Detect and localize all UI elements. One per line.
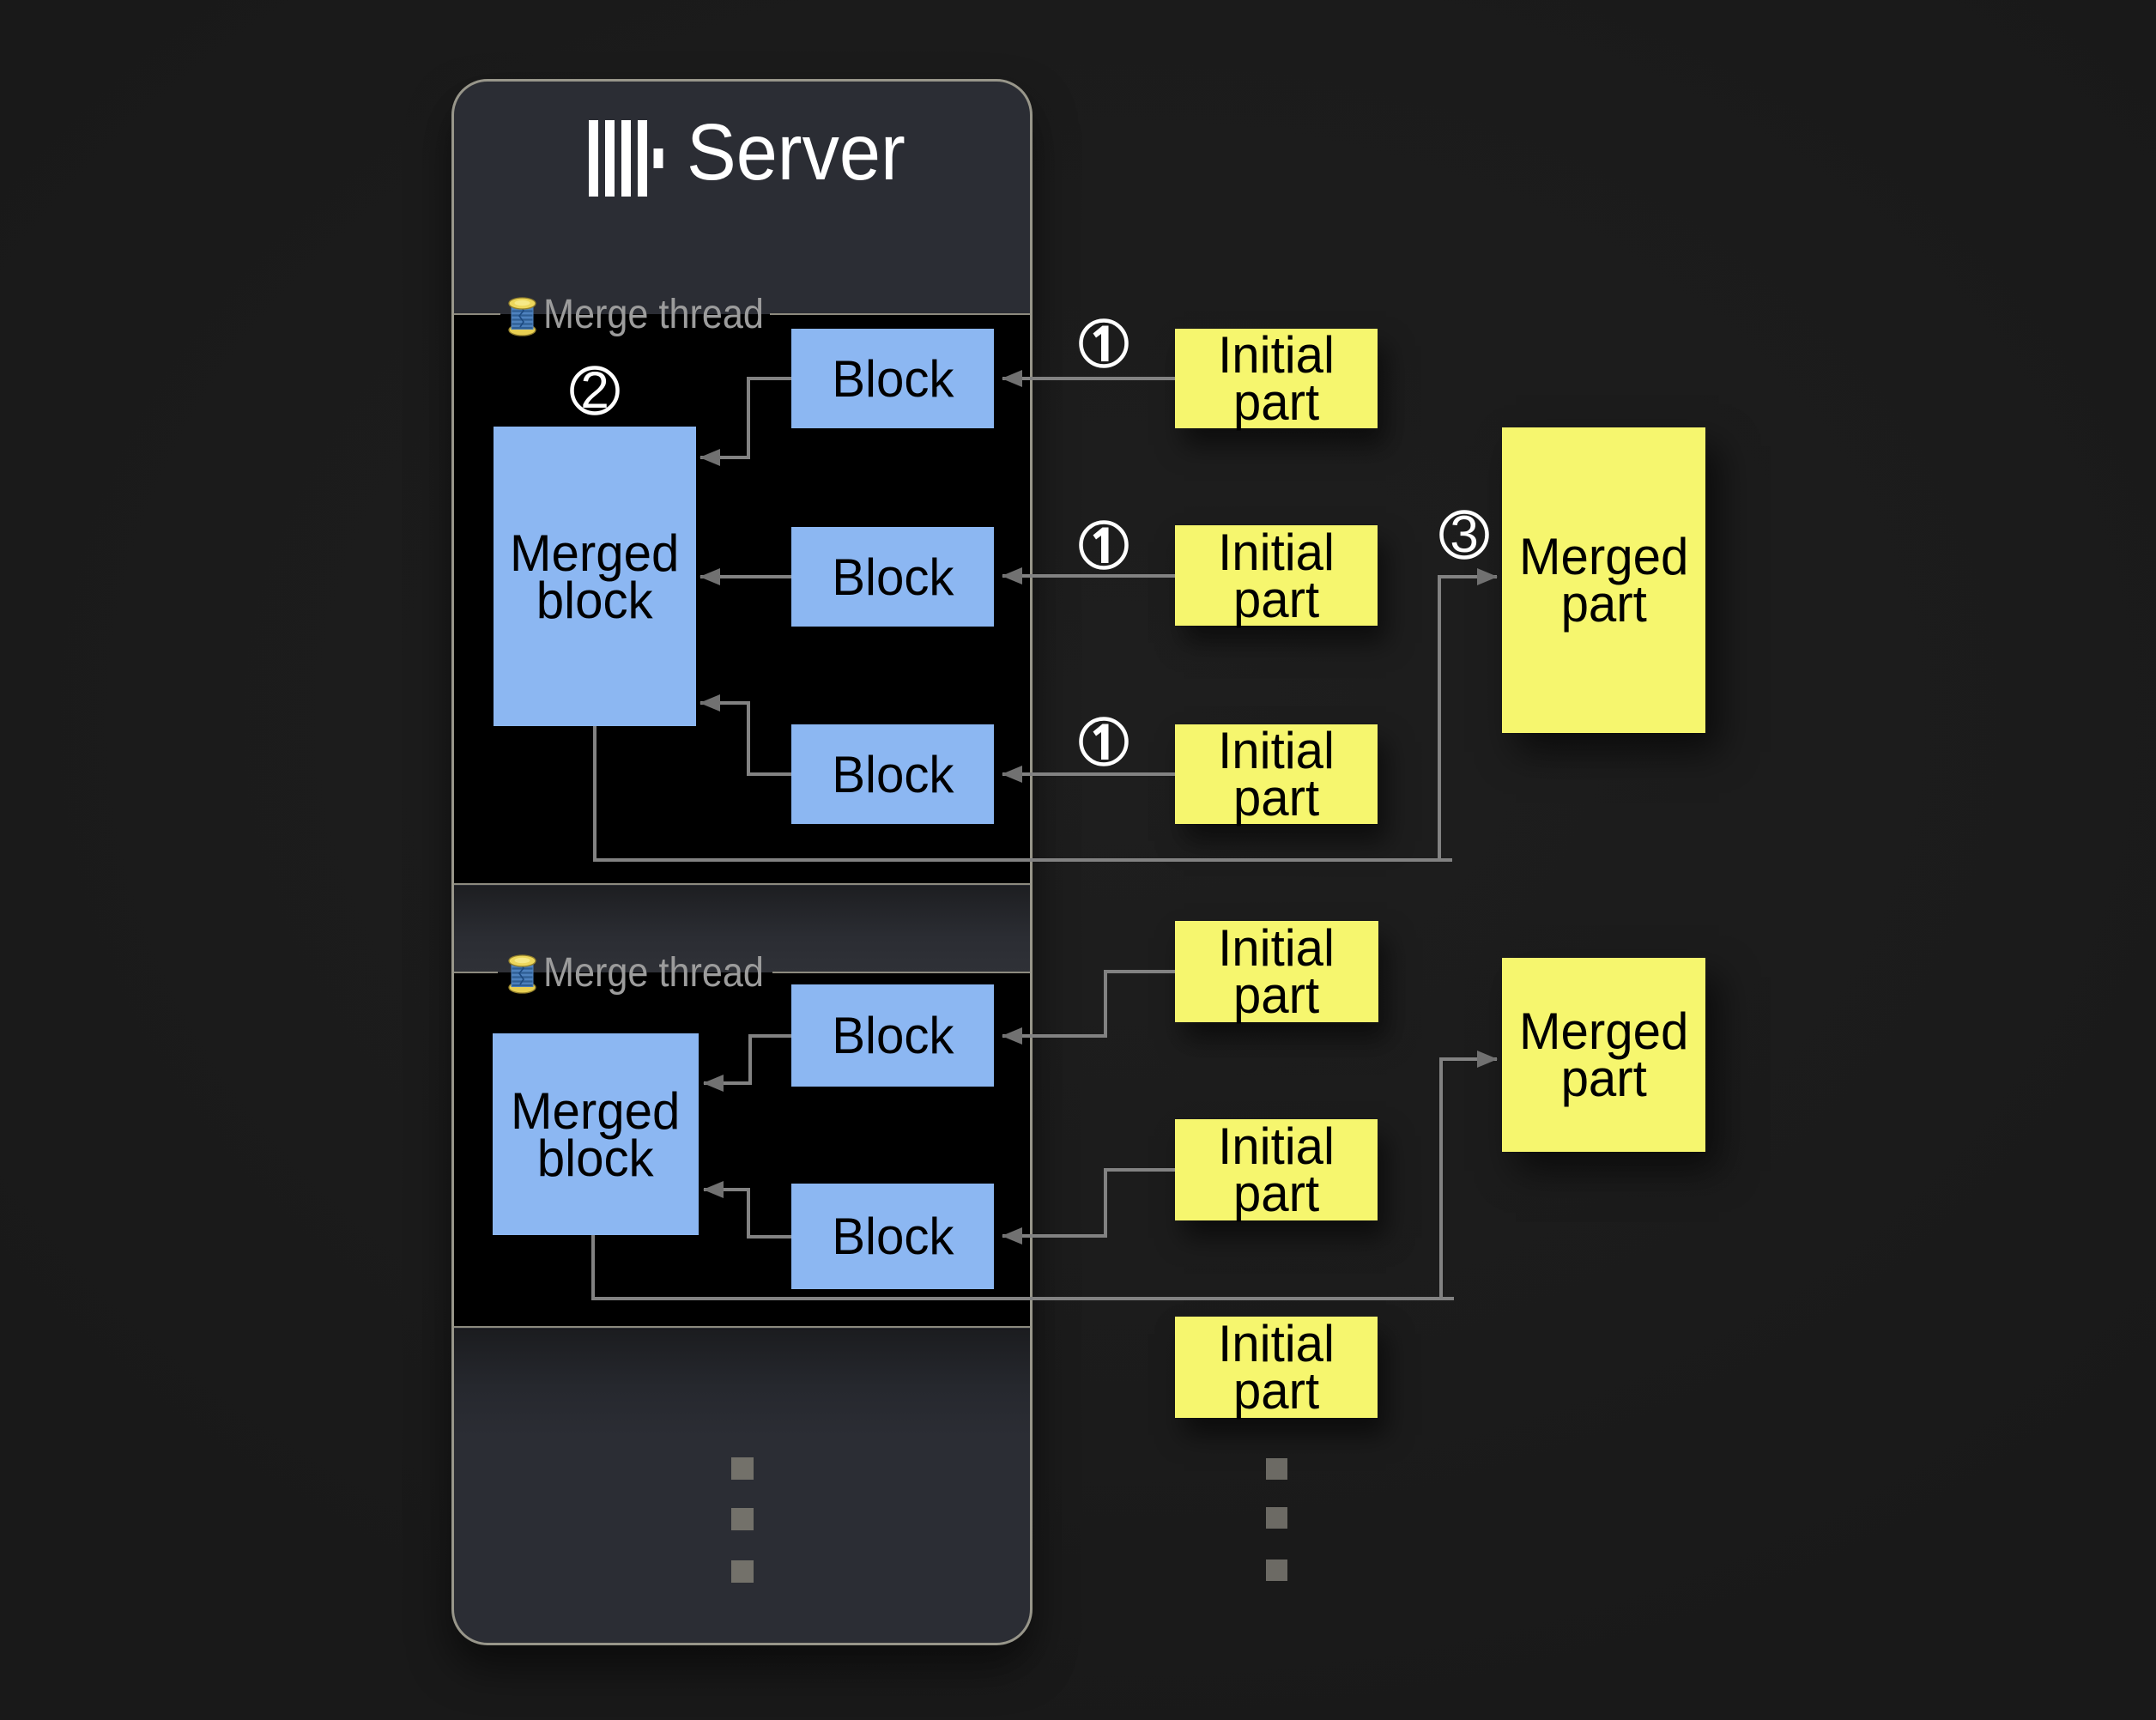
svg-text:3: 3 (1450, 506, 1478, 563)
svg-text:2: 2 (580, 361, 609, 419)
